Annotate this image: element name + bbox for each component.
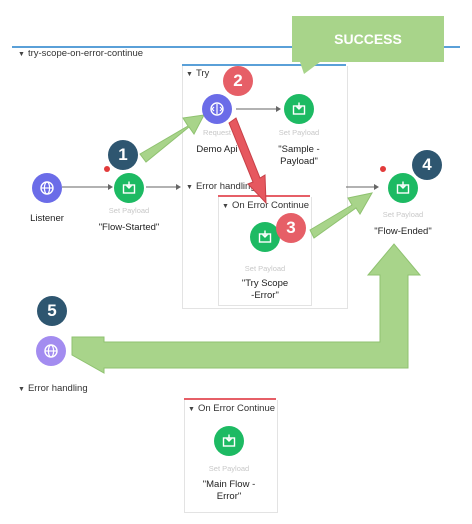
step-badge-4: 4 (412, 150, 442, 180)
set-payload-icon (292, 102, 306, 115)
set-payload-sample-caption: "Sample - Payload" (278, 144, 320, 167)
error-indicator-dot (104, 166, 110, 172)
listener-node[interactable] (32, 173, 62, 203)
set-payload-icon (122, 181, 136, 194)
green-arrow-step3 (309, 192, 373, 239)
set-payload-icon (222, 434, 236, 447)
outer-error-handling-title[interactable]: ▼Error handling (18, 383, 88, 394)
success-callout-pointer (300, 62, 320, 74)
flow-title[interactable]: ▼try-scope-on-error-continue (18, 48, 143, 59)
outer-on-error-continue-scope (184, 400, 278, 513)
connector-arrowhead (276, 106, 281, 112)
success-callout: SUCCESS (292, 16, 444, 62)
connector-arrowhead (176, 184, 181, 190)
set-payload-try-error-caption: "Try Scope -Error" (241, 278, 289, 301)
collapse-triangle-icon[interactable]: ▼ (18, 51, 25, 58)
green-arrow-step1 (139, 114, 205, 163)
flow-name: try-scope-on-error-continue (27, 48, 144, 59)
try-scope-title[interactable]: ▼Try (186, 68, 210, 79)
set-payload-end-caption: "Flow-Ended" (374, 226, 432, 237)
collapse-triangle-icon[interactable]: ▼ (186, 71, 193, 78)
green-arrow-step5 (71, 243, 422, 374)
outer-on-error-continue-top-border (184, 398, 276, 400)
globe-icon (40, 181, 54, 195)
step-badge-3: 3 (276, 213, 306, 243)
set-payload-main-error-type: Set Payload (208, 464, 250, 473)
collapse-triangle-icon[interactable]: ▼ (222, 203, 229, 210)
inner-on-error-continue-scope (218, 197, 312, 306)
set-payload-sample-type: Set Payload (278, 128, 320, 137)
red-arrow-step2 (228, 117, 267, 205)
error-indicator-dot (380, 166, 386, 172)
listener-caption: Listener (30, 213, 64, 224)
set-payload-icon (258, 230, 272, 243)
globe-icon (44, 344, 58, 358)
set-payload-start-node[interactable] (114, 173, 144, 203)
flow-container (12, 46, 460, 518)
collapse-triangle-icon[interactable]: ▼ (18, 386, 25, 393)
set-payload-sample-node[interactable] (284, 94, 314, 124)
collapse-triangle-icon[interactable]: ▼ (186, 184, 193, 191)
inner-on-error-continue-title[interactable]: ▼On Error Continue (222, 200, 310, 211)
set-payload-end-node[interactable] (388, 173, 418, 203)
set-payload-start-caption: "Flow-Started" (98, 222, 160, 233)
set-payload-end-type: Set Payload (382, 210, 424, 219)
set-payload-main-error-caption: "Main Flow - Error" (202, 479, 256, 502)
set-payload-try-error-node[interactable] (250, 222, 280, 252)
connector-arrowhead (374, 184, 379, 190)
demo-api-node[interactable] (202, 94, 232, 124)
demo-api-type: Request (203, 128, 231, 137)
inner-error-handling-title[interactable]: ▼Error handling (186, 181, 256, 192)
set-payload-start-type: Set Payload (108, 206, 150, 215)
set-payload-icon (396, 181, 410, 194)
step-badge-1: 1 (108, 140, 138, 170)
outer-on-error-continue-title[interactable]: ▼On Error Continue (188, 403, 276, 414)
demo-api-caption: Demo Api (196, 144, 238, 155)
error-listener-node[interactable] (36, 336, 66, 366)
connector-arrowhead (108, 184, 113, 190)
http-request-icon (210, 102, 224, 116)
set-payload-try-error-type: Set Payload (244, 264, 286, 273)
try-scope-top-border (182, 64, 346, 66)
set-payload-main-error-node[interactable] (214, 426, 244, 456)
step-badge-5: 5 (37, 296, 67, 326)
step-badge-2: 2 (223, 66, 253, 96)
collapse-triangle-icon[interactable]: ▼ (188, 406, 195, 413)
